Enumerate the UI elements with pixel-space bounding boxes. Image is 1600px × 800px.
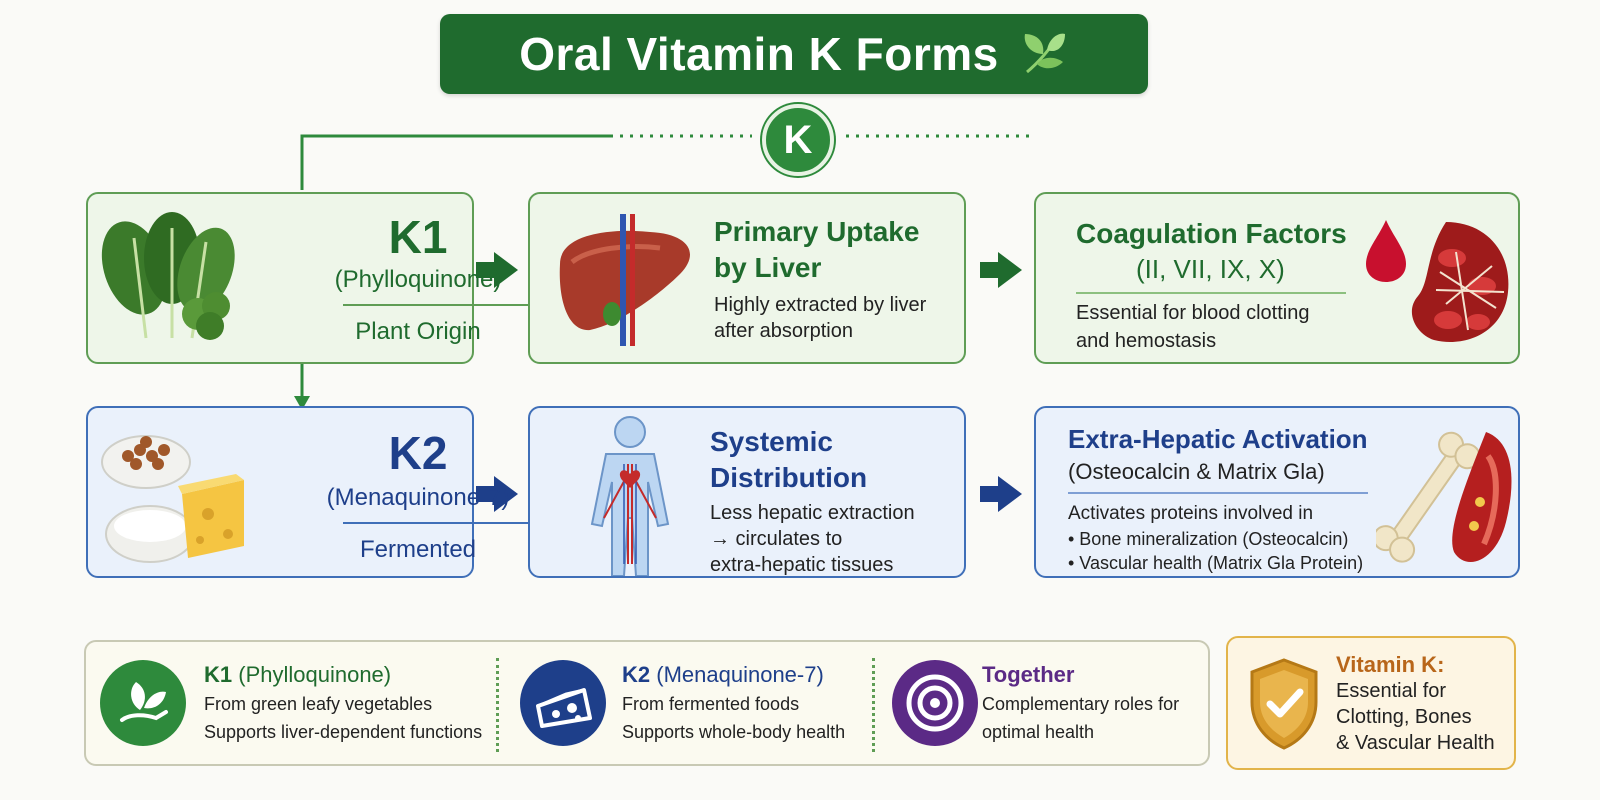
divider <box>343 522 538 524</box>
summary-k1-name: K1 <box>204 662 233 687</box>
arrow-systemic-to-activation <box>980 476 1022 512</box>
systemic-title-line-2: Distribution <box>710 462 868 493</box>
k2-title: K2 <box>388 427 448 479</box>
liver-body-line-2: after absorption <box>714 320 853 342</box>
summary-k1-paren: (Phylloquinone) <box>238 662 392 687</box>
systemic-body-line-3: extra-hepatic tissues <box>710 554 894 576</box>
summary-k1-title: K1 (Phylloquinone) <box>204 662 391 688</box>
systemic-distribution-card: Systemic Distribution Less hepatic extra… <box>528 406 966 578</box>
activation-title-line-1: Extra-Hepatic Activation <box>1068 424 1368 454</box>
systemic-body-line-2: → circulates to <box>710 528 843 550</box>
coagulation-title-line-2: (II, VII, IX, X) <box>1136 254 1285 284</box>
extra-hepatic-activation-card: Extra-Hepatic Activation (Osteocalcin & … <box>1034 406 1520 578</box>
summary-k1-line-2: Supports liver-dependent functions <box>204 722 483 742</box>
summary-panel: K1 (Phylloquinone) From green leafy vege… <box>84 640 1210 766</box>
shield-check-icon <box>1250 658 1318 750</box>
divider <box>872 658 875 752</box>
cheese-icon <box>520 660 606 746</box>
title-banner: Oral Vitamin K Forms <box>440 14 1148 94</box>
coagulation-title-line-1: Coagulation Factors <box>1076 218 1347 249</box>
k1-subtitle: (Phylloquinone) <box>334 266 502 293</box>
summary-together-line-2: optimal health <box>982 722 1095 742</box>
vitamin-k-title: Vitamin K: <box>1336 652 1445 677</box>
activation-title-line-2: (Osteocalcin & Matrix Gla) <box>1068 459 1325 484</box>
liver-icon <box>559 214 690 346</box>
divider <box>1076 292 1346 294</box>
summary-k2-paren: (Menaquinone-7) <box>656 662 824 687</box>
coagulation-body-line-2: and hemostasis <box>1076 330 1217 352</box>
leaf-icon <box>1024 33 1065 74</box>
summary-k1-line-1: From green leafy vegetables <box>204 694 433 714</box>
systemic-title-line-1: Systemic <box>710 426 833 457</box>
summary-together-title: Together <box>982 662 1075 687</box>
k2-card: K2 (Menaquinone-7) Fermented <box>86 406 538 578</box>
summary-k2-title: K2 (Menaquinone-7) <box>622 662 824 688</box>
target-icon <box>892 660 978 746</box>
arrow-liver-to-coagulation <box>980 252 1022 288</box>
liver-title-line-1: Primary Uptake <box>714 216 920 247</box>
divider <box>1068 492 1368 494</box>
activation-body-line-1: Activates proteins involved in <box>1068 503 1314 524</box>
k2-subtitle: (Menaquinone-7) <box>326 484 510 511</box>
liver-body-line-1: Highly extracted by liver <box>714 294 927 316</box>
k1-card: K1 (Phylloquinone) Plant Origin <box>86 192 538 364</box>
summary-k2-line-1: From fermented foods <box>622 694 800 714</box>
human-body-icon <box>590 416 670 576</box>
liver-title-line-2: by Liver <box>714 252 822 283</box>
vitamin-k-line-3: & Vascular Health <box>1336 732 1495 754</box>
systemic-body-line-1: Less hepatic extraction <box>710 502 915 524</box>
vitamin-k-line-1: Essential for <box>1336 680 1447 702</box>
coagulation-body-line-1: Essential for blood clotting <box>1076 302 1310 324</box>
vitamin-k-badge: K <box>762 104 834 176</box>
k1-title: K1 <box>388 211 448 263</box>
blood-clot-icon <box>1366 220 1509 342</box>
divider <box>496 658 499 752</box>
activation-body-line-3: • Vascular health (Matrix Gla Protein) <box>1068 553 1364 573</box>
leaf-hand-icon <box>100 660 186 746</box>
leafy-greens-icon <box>101 212 235 340</box>
vitamin-k-line-2: Clotting, Bones <box>1336 706 1472 728</box>
divider <box>343 304 538 306</box>
fermented-foods-icon <box>101 435 244 563</box>
liver-uptake-card: Primary Uptake by Liver Highly extracted… <box>528 192 966 364</box>
summary-k2-line-2: Supports whole-body health <box>622 722 846 742</box>
summary-together-line-1: Complementary roles for <box>982 694 1180 714</box>
k2-origin: Fermented <box>359 536 477 563</box>
bone-vessel-icon <box>1376 431 1512 563</box>
vitamin-k-essential-panel: Vitamin K: Essential for Clotting, Bones… <box>1226 636 1516 770</box>
activation-body-line-2: • Bone mineralization (Osteocalcin) <box>1068 529 1349 549</box>
page-title: Oral Vitamin K Forms <box>519 28 999 80</box>
summary-k2-name: K2 <box>622 662 651 687</box>
k1-origin: Plant Origin <box>355 318 481 345</box>
coagulation-card: Coagulation Factors (II, VII, IX, X) Ess… <box>1034 192 1520 364</box>
